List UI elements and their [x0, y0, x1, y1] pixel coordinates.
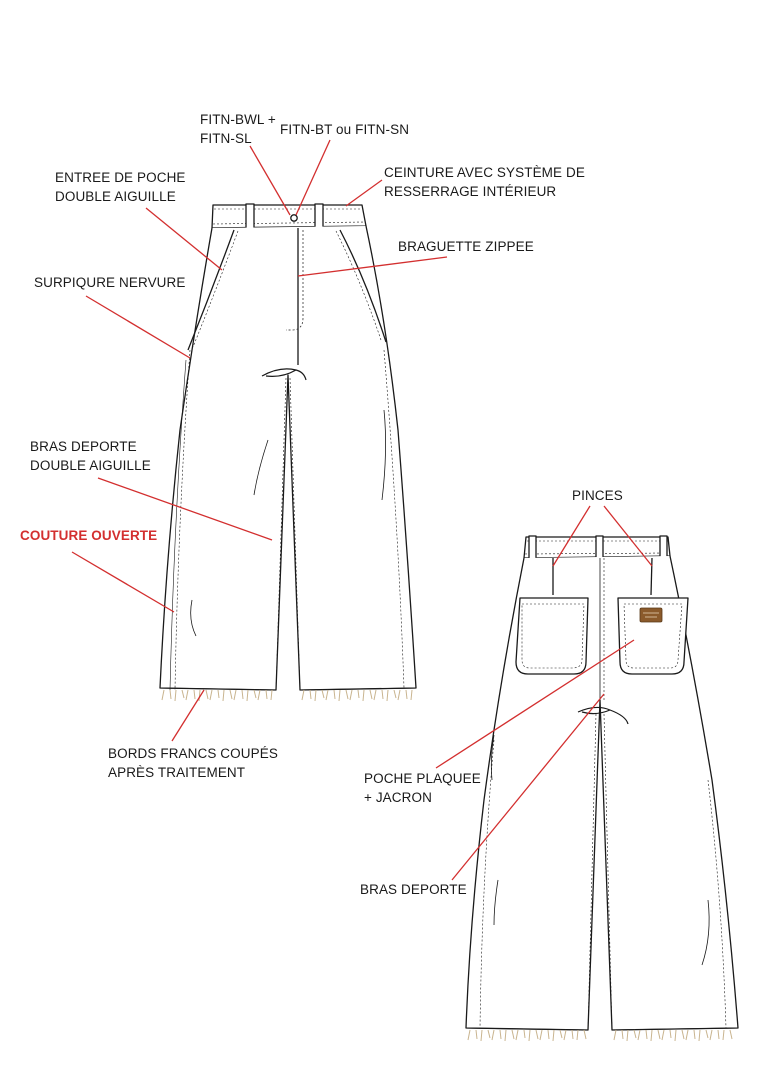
callout-line-poche-plaquee: [435, 639, 635, 769]
callout-line-fitn-bt: [295, 139, 331, 216]
front-pocket-left: [187, 229, 235, 351]
back-fringe: [467, 1029, 733, 1042]
label-bords-francs-line2: APRÈS TRAITEMENT: [108, 765, 246, 780]
callout-line-entree-poche: [145, 207, 223, 271]
label-fitn-sl: FITN-SL: [200, 131, 252, 146]
back-pocket-left: [515, 597, 589, 675]
label-bords-francs-line1: BORDS FRANCS COUPÉS: [108, 746, 278, 761]
label-couture-ouverte: COUTURE OUVERTE: [20, 528, 158, 543]
back-view-pants: [465, 535, 739, 1031]
callout-line-pinces-left: [552, 505, 591, 567]
callout-line-bords-francs: [171, 689, 205, 742]
front-button: [290, 214, 298, 222]
back-body-outline: [465, 555, 739, 1031]
front-pocket-right: [339, 229, 387, 343]
label-bras-deporte-line1: BRAS DEPORTE: [30, 439, 137, 454]
label-entree-poche-line1: ENTREE DE POCHE: [55, 170, 186, 185]
callout-line-surpiqure: [85, 295, 191, 359]
back-pocket-right: [617, 597, 689, 675]
label-bras-deporte-back: BRAS DEPORTE: [360, 882, 467, 897]
label-bras-deporte-line2: DOUBLE AIGUILLE: [30, 458, 151, 473]
jacron-patch: [639, 607, 663, 623]
callout-line-braguette: [297, 256, 448, 277]
front-view-pants: [159, 203, 417, 691]
callout-line-couture-ouverte: [71, 551, 175, 613]
label-fitn-bwl: FITN-BWL +: [200, 112, 276, 127]
label-poche-plaquee-line1: POCHE PLAQUEE: [364, 771, 481, 786]
callout-line-bras-deporte-back: [451, 693, 605, 881]
callout-line-fitn-bwl: [249, 145, 291, 216]
label-fitn-bt: FITN-BT ou FITN-SN: [280, 122, 410, 137]
label-ceinture-line1: CEINTURE AVEC SYSTÈME DE: [384, 165, 585, 180]
callout-line-bras-deporte: [97, 477, 273, 541]
label-pinces: PINCES: [572, 488, 623, 503]
front-body-outline: [159, 225, 417, 691]
back-dart-right: [650, 557, 653, 596]
front-waistband: [211, 204, 367, 229]
label-entree-poche-line2: DOUBLE AIGUILLE: [55, 189, 176, 204]
label-ceinture-line2: RESSERRAGE INTÉRIEUR: [384, 184, 557, 199]
front-fringe: [161, 689, 413, 702]
callout-line-pinces-right: [603, 505, 653, 567]
label-braguette: BRAGUETTE ZIPPEE: [398, 239, 534, 254]
callout-lines: [71, 139, 653, 881]
callout-line-ceinture: [345, 179, 383, 207]
label-surpiqure: SURPIQURE NERVURE: [34, 275, 186, 290]
label-poche-plaquee-line2: + JACRON: [364, 790, 432, 805]
